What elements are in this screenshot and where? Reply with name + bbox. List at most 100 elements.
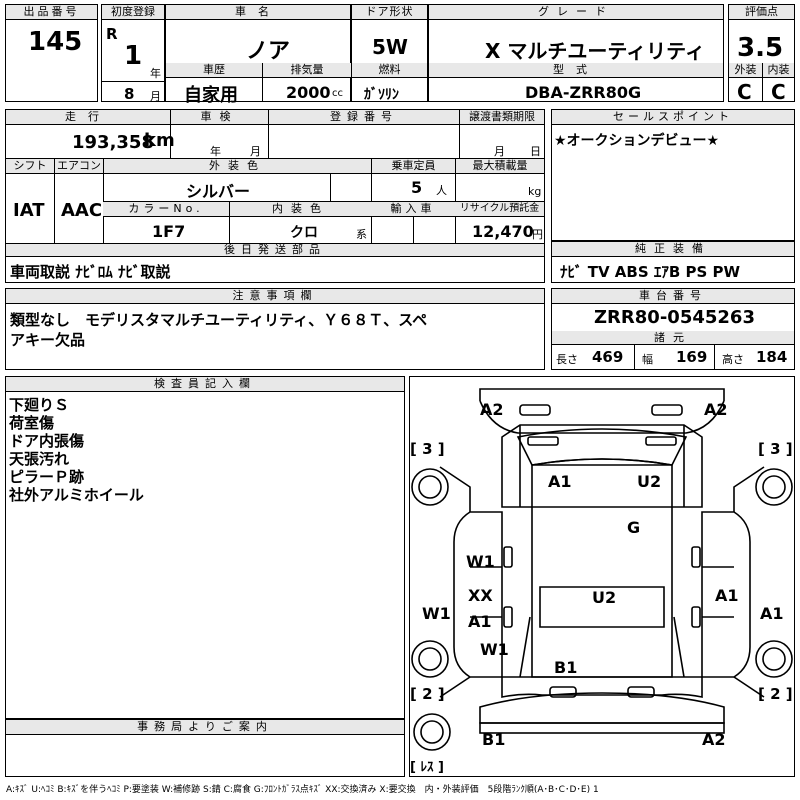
equipment-label: 純正装備: [552, 242, 794, 257]
score-cell: 評価点 3.5 外装 内装 C C: [728, 4, 795, 104]
height-value: 184: [756, 348, 788, 366]
car-name-label: 車名: [166, 5, 350, 20]
damage-mark: A1: [715, 586, 739, 605]
wheel-rr: [755, 640, 793, 678]
mileage: 193,358: [72, 132, 154, 153]
car-name-cell: 車名 ノア 車歴 排気量 自家用 2000 cc: [165, 4, 351, 106]
grade-label: グレード: [429, 5, 723, 20]
later-parts-label: 後日発送部品: [6, 244, 544, 257]
damage-diagram: A2 A2 A1 U2 G W1 XX U2 A1 W1 A1 A1 W1 B1…: [409, 376, 795, 777]
reg-month: 8: [124, 85, 135, 103]
displacement: 2000: [286, 83, 331, 102]
inspector-box: 検査員記入欄 下廻りＳ 荷室傷 ドア内張傷 天張汚れ ピラーＰ跡 社外アルミホイ…: [5, 376, 405, 719]
vehicle-info-block: 走行 車検 登録番号 譲渡書類期限 193,358 km 年 月 月 日 シフト…: [5, 109, 545, 257]
recycle-fee: 12,470: [472, 222, 534, 241]
inspection-year-unit: 年: [210, 145, 221, 158]
era-mark: R: [106, 25, 118, 43]
inspection-label: 車検: [170, 110, 268, 125]
reg-year: 1: [124, 41, 143, 71]
office-notice-label: 事務局よりご案内: [6, 720, 404, 735]
exterior-label: 外装: [729, 63, 762, 78]
recycle-label: リサイクル預託金: [455, 202, 544, 217]
model-label: 型式: [429, 63, 723, 78]
damage-mark: W1: [422, 604, 451, 623]
fuel-label: 燃料: [352, 63, 427, 78]
wheel-rl: [411, 640, 449, 678]
seats-unit: 人: [436, 184, 447, 197]
shift-type: IAT: [13, 200, 45, 221]
car-diagram-svg: A2 A2 A1 U2 G W1 XX U2 A1 W1 A1 A1 W1 B1…: [410, 388, 793, 775]
seats-label: 乗車定員: [371, 159, 455, 174]
damage-mark: B1: [554, 658, 577, 677]
inspector-label: 検査員記入欄: [6, 377, 404, 392]
width-label: 幅: [642, 353, 653, 366]
notes-box: 注意事項欄 類型なし モデリスタマルチユーティリティ、Ｙ６８Ｔ、スペ アキー欠品: [5, 288, 545, 370]
notes-line-1: 類型なし モデリスタマルチユーティリティ、Ｙ６８Ｔ、スペ: [10, 311, 428, 329]
first-registration-label: 初度登録: [102, 5, 164, 20]
wheel-fl: [411, 468, 449, 506]
tire-mark: [ 3 ]: [410, 440, 445, 458]
inspection-month-unit: 月: [250, 145, 261, 158]
color-number-label: カラーNo.: [103, 202, 229, 217]
damage-mark: A2: [480, 400, 504, 419]
length-label: 長さ: [556, 353, 578, 366]
max-load-label: 最大積載量: [455, 159, 544, 174]
notes-label: 注意事項欄: [6, 289, 544, 304]
chassis-label: 車台番号: [552, 289, 794, 304]
tire-mark: [ ﾚｽ ]: [410, 760, 444, 775]
later-parts-box: 車両取説 ﾅﾋﾞﾛﾑ ﾅﾋﾞ取説: [5, 256, 545, 283]
tire-mark: [ 3 ]: [758, 440, 793, 458]
damage-mark: XX: [468, 586, 493, 605]
exterior-score: C: [737, 80, 752, 104]
damage-mark: U2: [592, 588, 616, 607]
interior-score: C: [771, 80, 786, 104]
damage-legend: A:ｷｽﾞ U:ﾍｺﾐ B:ｷｽﾞを伴うﾍｺﾐ P:要塗装 W:補修跡 S:錆 …: [6, 785, 599, 795]
aircon-label: エアコン: [54, 159, 103, 174]
max-load-unit: kg: [528, 185, 542, 198]
chassis-number: ZRR80-0545263: [594, 307, 755, 328]
exterior-color-label: 外装色: [103, 159, 371, 174]
grade: X マルチユーティリティ: [485, 39, 705, 63]
roof: [531, 464, 673, 678]
tire-mark: [ 2 ]: [758, 685, 793, 703]
front-bumper: [479, 388, 725, 401]
width-value: 169: [676, 348, 708, 366]
door-type: 5W: [372, 35, 408, 59]
later-parts-text: 車両取説 ﾅﾋﾞﾛﾑ ﾅﾋﾞ取説: [10, 263, 171, 281]
height-label: 高さ: [722, 353, 744, 366]
shift-label: シフト: [6, 159, 54, 174]
interior-label: 内装: [762, 63, 794, 78]
displacement-label: 排気量: [262, 63, 351, 78]
door-type-label: ドア形状: [352, 5, 427, 20]
length-value: 469: [592, 348, 624, 366]
car-name: ノア: [246, 39, 291, 64]
damage-mark: A2: [702, 730, 726, 749]
equipment-box: 純正装備 ﾅﾋﾞ TV ABS ｴｱB PS PW: [551, 241, 795, 283]
aircon-type: AAC: [61, 200, 103, 221]
tire-mark: [ 2 ]: [410, 685, 445, 703]
score-label: 評価点: [729, 5, 794, 20]
sales-point-label: セールスポイント: [552, 110, 794, 125]
office-notice-box: 事務局よりご案内: [5, 719, 405, 777]
mileage-unit: km: [144, 130, 175, 151]
inspector-line: 荷室傷: [9, 414, 55, 432]
inspector-line: 下廻りＳ: [9, 396, 70, 414]
damage-mark: A1: [468, 612, 492, 631]
sales-point-text: ★オークションデビュー★: [554, 133, 720, 149]
interior-color-unit: 系: [356, 228, 367, 241]
inspector-line: ピラーＰ跡: [9, 468, 85, 486]
rear-bumper: [479, 692, 725, 724]
interior-color-label: 内装色: [229, 202, 371, 217]
recycle-unit: 円: [532, 228, 543, 241]
chassis-box: 車台番号 ZRR80-0545263 諸元 長さ 469 幅 169 高さ 18…: [551, 288, 795, 370]
reg-number-label: 登録番号: [268, 110, 459, 125]
equipment-text: ﾅﾋﾞ TV ABS ｴｱB PS PW: [560, 263, 741, 281]
damage-mark: B1: [482, 730, 505, 749]
fuel-type: ｶﾞｿﾘﾝ: [364, 87, 399, 103]
damage-mark: A1: [548, 472, 572, 491]
mileage-label: 走行: [6, 110, 170, 125]
import-label: 輸入車: [371, 202, 455, 217]
damage-mark: A2: [704, 400, 728, 419]
inspector-line: 社外アルミホイール: [9, 486, 144, 504]
seats: 5: [411, 178, 423, 197]
